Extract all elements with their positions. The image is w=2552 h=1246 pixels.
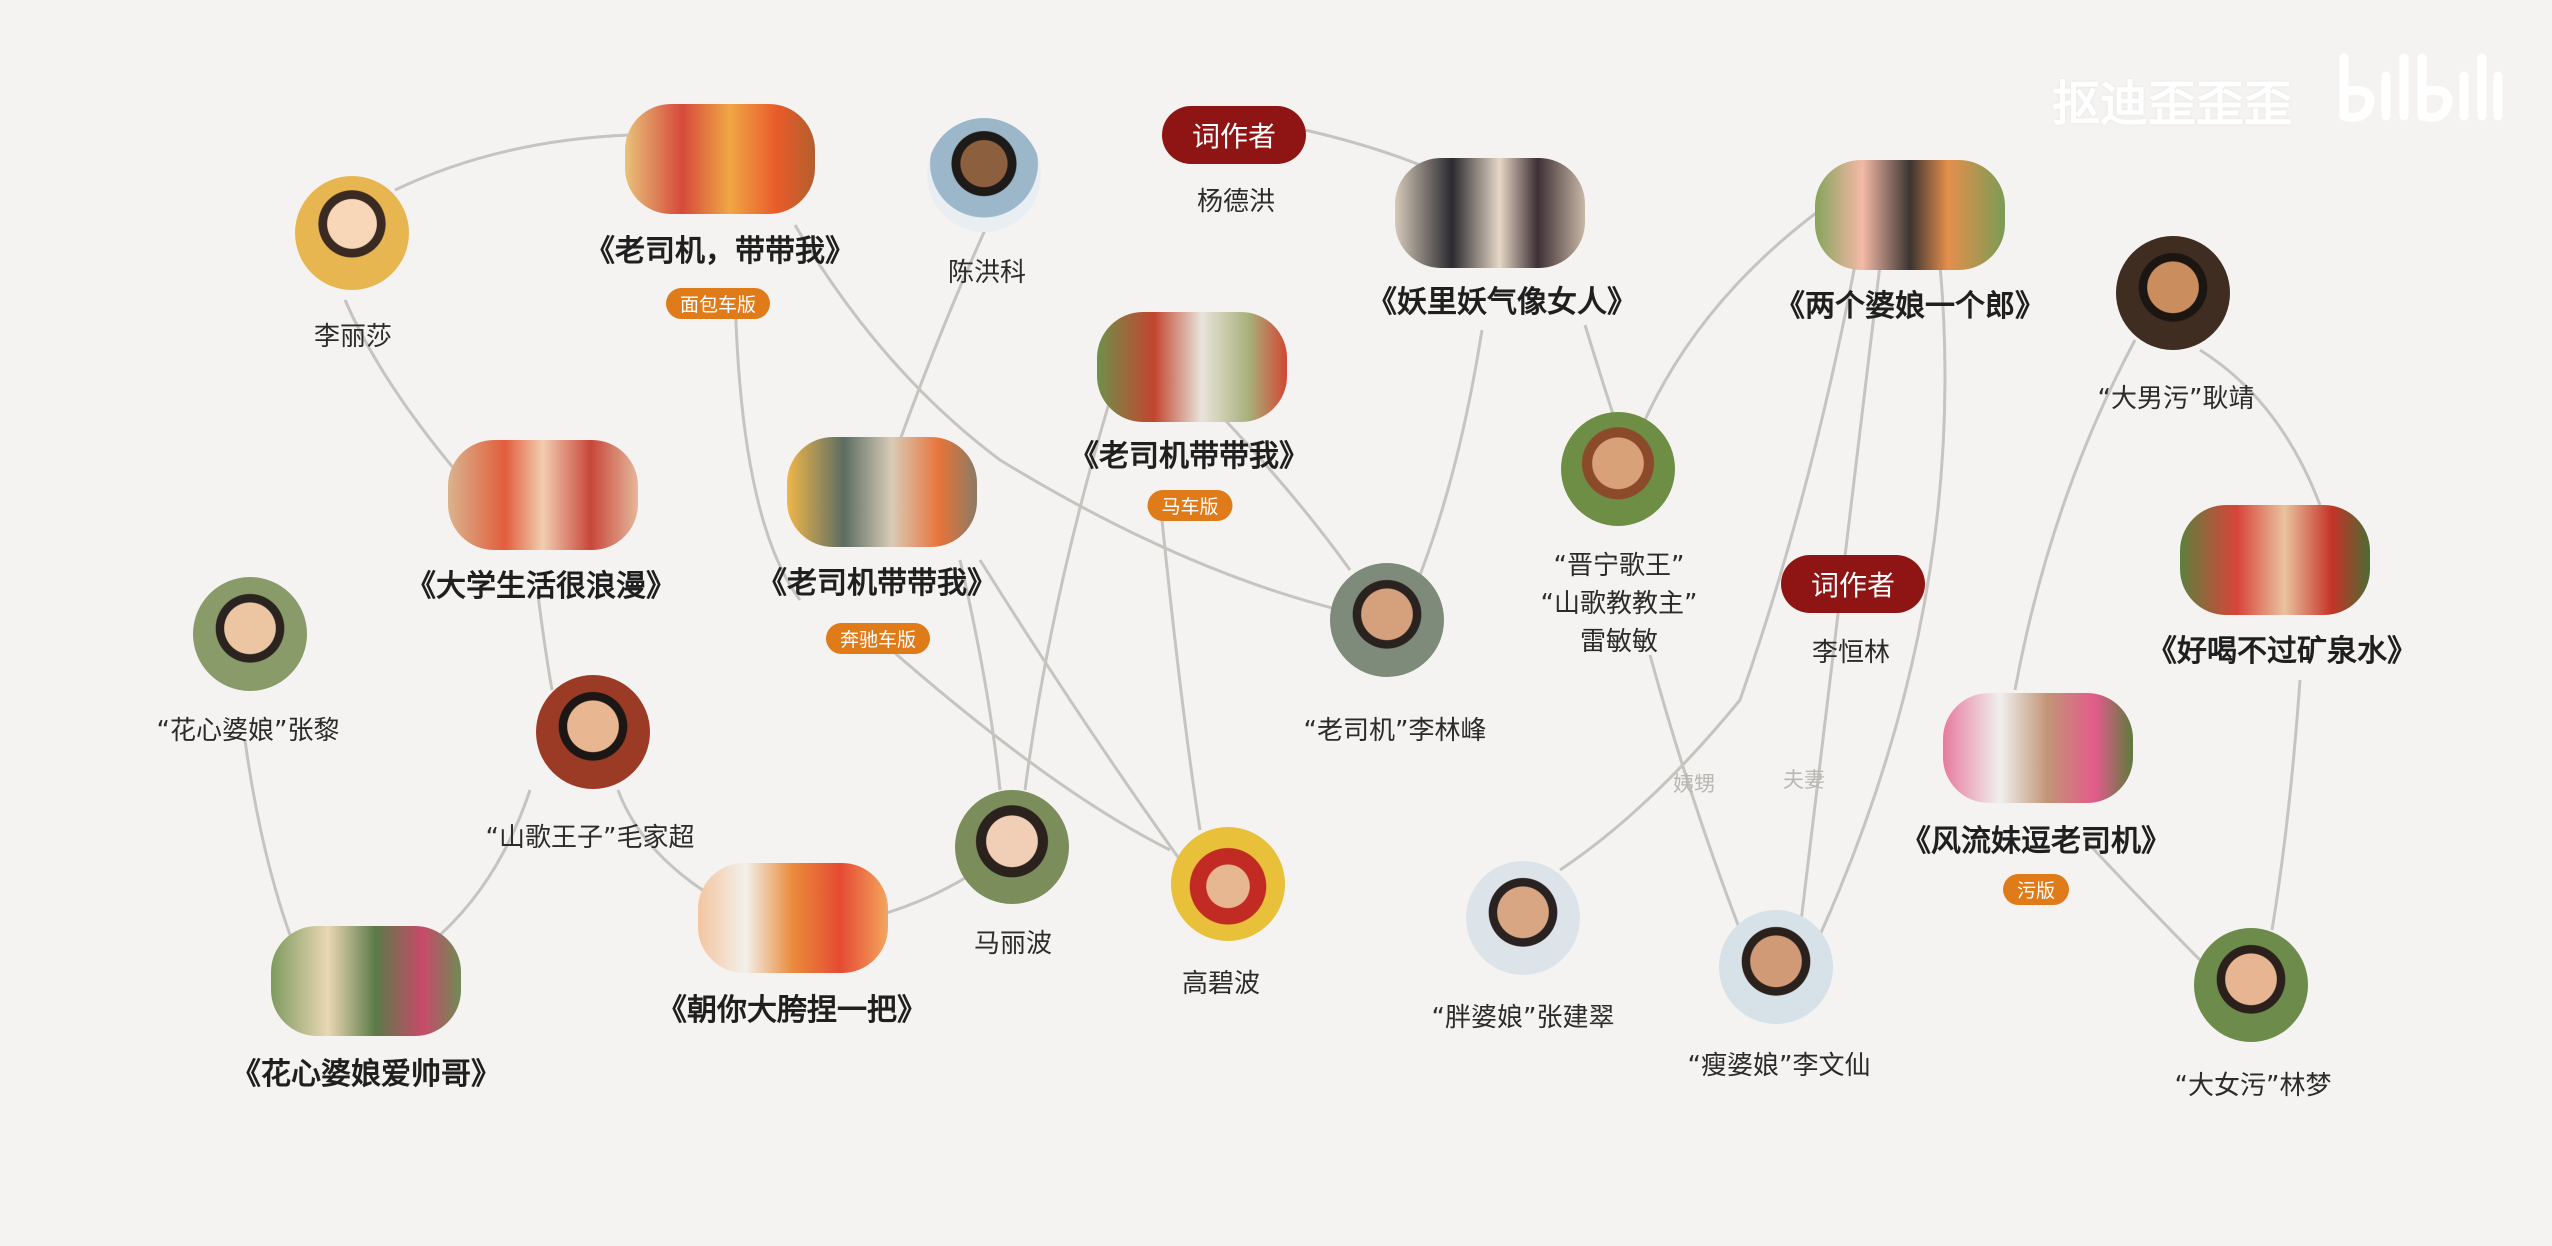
gaobibo-label: 高碧波 [1181,969,1261,999]
edge-horse-lilinfeng [1223,418,1352,571]
song-fengliu-photo [1943,693,2133,803]
leiminmin-line-2: “山歌教教主” [1540,589,1698,619]
song-fengliu-tag: 污版 [2002,874,2070,905]
edge-daxuesheng-maojiachao [536,594,554,691]
edge-liangge-leiminmin [1643,208,1821,421]
edge-zhangli-huaxin [243,739,292,936]
edge-fengliu-linmeng [2083,838,2207,967]
edge-chen-benz [898,229,987,441]
edge-horse-malibo [1023,399,1112,791]
lyricist-name-2: 李恒林 [1811,638,1891,668]
leiminmin-line-3: 雷敏敏 [1579,627,1659,657]
linmeng-label: “大女污”林梦 [2174,1071,2332,1101]
song-laosiji-horse-title: 《老司机带带我》 [1069,439,1309,474]
song-fengliu-title: 《风流妹逗老司机》 [1901,824,2171,859]
song-daxuesheng-title: 《大学生活很浪漫》 [406,569,676,604]
song-huaxin-title: 《花心婆娘爱帅哥》 [231,1057,501,1092]
edge-lilisha-bread [394,133,631,192]
maojiachao-photo [536,675,650,789]
relation-yisheng: 姨甥 [1673,772,1715,796]
song-liangge-photo [1815,160,2005,270]
song-daxuesheng-photo [448,440,638,550]
edge-chaoni-malibo [879,873,971,917]
relation-fuqi: 夫妻 [1783,768,1825,792]
chenhongke-label: 陈洪科 [947,258,1027,288]
edge-bread-benz [733,289,802,601]
song-chaoni-photo [698,863,888,973]
lyricist-badge-1: 词作者 [1161,106,1307,164]
gengjing-label: “大男污”耿靖 [2097,384,2255,414]
lilisha-label: 李丽莎 [313,322,393,352]
song-liangge-title: 《两个婆娘一个郎》 [1775,289,2045,324]
lilinfeng-photo [1330,563,1444,677]
song-laosiji-bread-title: 《老司机，带带我》 [585,234,855,269]
edge-maojiachao-chaoni [616,789,711,897]
edge-yaoli-lilinfeng [1418,329,1484,576]
zhangli-label: “花心婆娘”张黎 [156,716,340,746]
song-laosiji-benz-tag: 奔驰车版 [825,623,931,654]
song-laosiji-horse-photo [1097,312,1287,422]
song-laosiji-bread-photo [625,104,815,214]
edge-gengjing-haohe [2199,348,2322,506]
edge-leiminmin-liwenxian [1648,654,1742,931]
song-haohe-photo [2180,505,2370,615]
edge-maojiachao-huaxin [438,789,532,937]
edge-lyricist1-yaoli [1304,128,1421,167]
maojiachao-label: “山歌王子”毛家超 [485,823,695,853]
zhangli-photo [193,577,307,691]
edge-gengjing-fengliu [2013,339,2137,691]
song-laosiji-horse-tag: 马车版 [1147,490,1233,521]
edge-benz-gaobibo [978,559,1182,861]
edge-benz-gaobibo-2 [879,638,1171,852]
song-haohe-title: 《好喝不过矿泉水》 [2147,634,2417,669]
song-yaoli-photo [1395,158,1585,268]
leiminmin-label: “晋宁歌王” “山歌教教主” 雷敏敏 [1541,547,1698,661]
malibo-photo [955,790,1069,904]
edge-liangge-zhangjiancui [1559,264,1857,872]
song-yaoli-title: 《妖里妖气像女人》 [1367,285,1637,320]
malibo-label: 马丽波 [973,929,1053,959]
song-huaxin-photo [271,926,461,1036]
song-chaoni-title: 《朝你大胯捏一把》 [657,993,927,1028]
zhangjiancui-photo [1466,861,1580,975]
song-laosiji-benz-title: 《老司机带带我》 [757,566,997,601]
song-laosiji-benz-photo [787,437,977,547]
gaobibo-photo [1171,827,1285,941]
edge-horse-gaobibo [1158,499,1202,831]
edge-haohe-linmeng [2270,679,2302,931]
linmeng-photo [2194,928,2308,1042]
liwenxian-photo [1719,910,1833,1024]
gengjing-photo [2116,236,2230,350]
zhangjiancui-label: “胖婆娘”张建翠 [1431,1003,1615,1033]
edge-lilisha-daxuesheng [343,299,457,471]
bilibili-logo-icon [2339,53,2503,122]
leiminmin-photo [1561,412,1675,526]
song-laosiji-bread-tag: 面包车版 [665,288,771,319]
lyricist-badge-2: 词作者 [1780,555,1926,613]
watermark-text: 抠迪歪歪歪 [2052,76,2293,132]
lilisha-photo [295,176,409,290]
edge-bread-lilinfeng [793,224,1341,612]
edge-benz-malibo [958,559,1002,791]
edge-liangge-liwenxian-2 [1818,264,1947,936]
chenhongke-photo [927,118,1041,232]
leiminmin-line-1: “晋宁歌王” [1553,551,1685,581]
lilinfeng-label: “老司机”李林峰 [1303,716,1487,746]
edge-yaoli-leiminmin [1583,324,1617,421]
liwenxian-label: “瘦婆娘”李文仙 [1687,1051,1871,1081]
lyricist-name-1: 杨德洪 [1196,187,1276,217]
